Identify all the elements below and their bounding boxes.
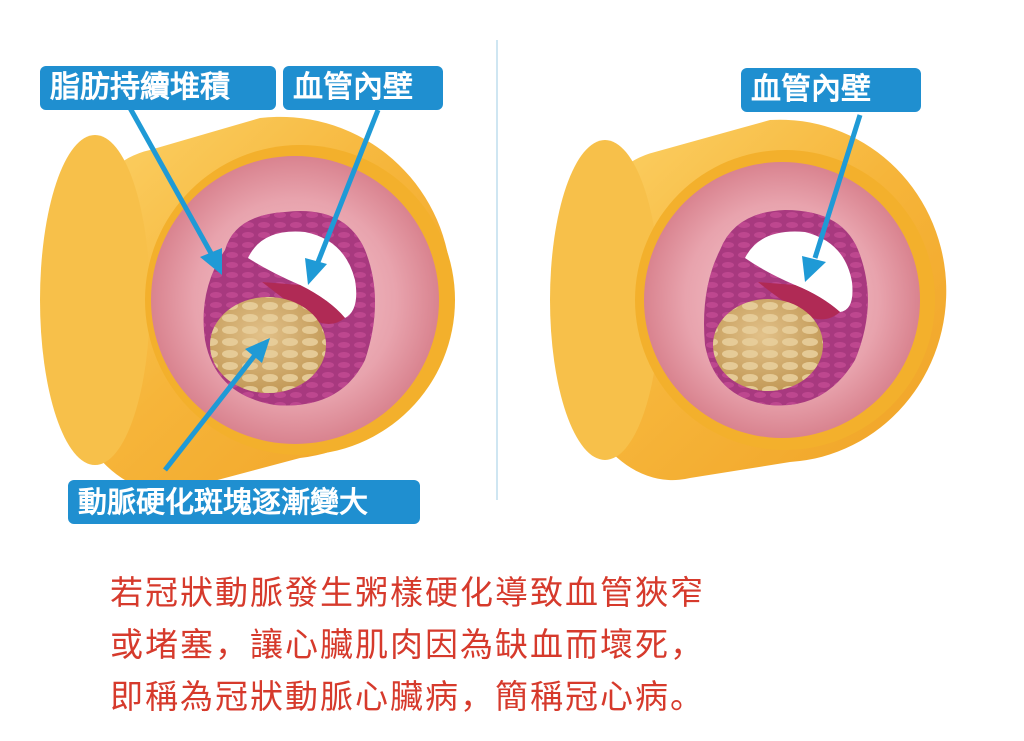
right-inner-wall [758,282,840,320]
right-artery [550,119,947,481]
left-remaining-lumen [248,231,357,318]
arrow-fat-buildup-head [200,248,222,275]
right-fat-core-cells [713,299,823,391]
left-inner-wall [262,282,345,324]
left-fat-core-cells [210,297,326,393]
label-fat-buildup: 脂肪持續堆積 [40,66,276,110]
arrow-wall-right-head [802,256,826,282]
arrow-plaque [163,353,257,472]
arrows [127,106,863,472]
right-remaining-lumen [745,231,853,312]
caption-line-1: 若冠狀動脈發生粥樣硬化導致血管狹窄 [110,573,705,612]
caption-line-2: 或堵塞，讓心臟肌肉因為缺血而壞死， [110,625,705,664]
label-vessel-wall-left: 血管內壁 [283,66,443,110]
arrow-plaque-head [245,338,270,363]
arrow-fat-buildup [127,106,215,257]
arrow-wall-left-head [305,258,327,285]
arrow-wall-right [812,114,863,259]
arrow-wall-left [315,109,381,263]
caption-line-3: 即稱為冠狀動脈心臟病，簡稱冠心病。 [110,677,705,716]
label-vessel-wall-right: 血管內壁 [741,68,921,112]
left-artery-tube-end [40,135,150,465]
label-plaque-growth: 動脈硬化斑塊逐漸變大 [68,480,420,524]
left-artery [40,116,455,492]
right-artery-tube-end [550,140,660,460]
